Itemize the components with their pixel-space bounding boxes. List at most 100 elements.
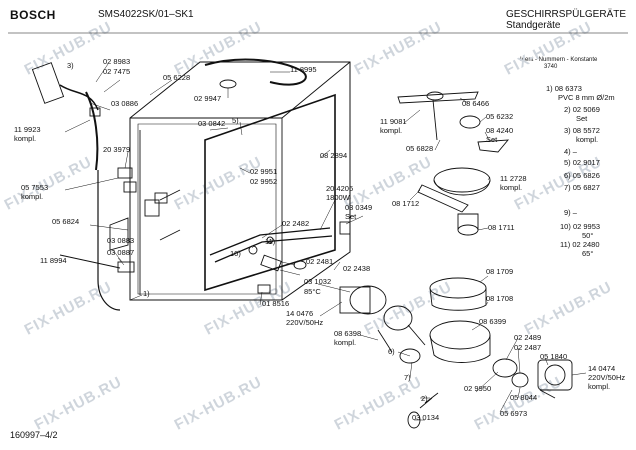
part-label: 14 0476 bbox=[286, 309, 314, 318]
thermostat bbox=[260, 254, 282, 272]
part-label: 01 8516 bbox=[262, 299, 290, 308]
part-label: 11 9923 bbox=[14, 125, 41, 134]
legend-note: Set bbox=[576, 114, 588, 123]
part-label: 08 2894 bbox=[320, 151, 348, 160]
callout-6: 6) bbox=[388, 347, 395, 356]
legend-note: 65° bbox=[582, 249, 594, 258]
part-label-note: kompl. bbox=[500, 183, 523, 192]
doc-number: 160997–4/2 bbox=[10, 430, 58, 440]
part-label: 03 0134 bbox=[412, 413, 440, 422]
callout-2: 2) bbox=[421, 394, 428, 403]
part-label: 03 1032 bbox=[304, 277, 332, 286]
top-spray-fitting bbox=[219, 79, 237, 89]
part-label: 11 9081 bbox=[380, 117, 407, 126]
part-label: 02 8983 bbox=[103, 57, 131, 66]
part-label-note: Set bbox=[345, 212, 357, 221]
part-label: 02 7475 bbox=[103, 67, 131, 76]
part-label-note: kompl. bbox=[14, 134, 37, 143]
part-label: 11 8994 bbox=[40, 256, 67, 265]
callout-3: 3) bbox=[67, 61, 74, 70]
subcategory-title: Standgeräte bbox=[506, 20, 561, 31]
part-label: 02 2481 bbox=[306, 257, 334, 266]
small-fitting bbox=[248, 245, 258, 255]
ident-value: 3740 bbox=[544, 64, 558, 70]
part-label-note: 1800W bbox=[326, 193, 350, 202]
part-label: 05 6824 bbox=[52, 217, 80, 226]
part-label: 02 9950 bbox=[464, 384, 492, 393]
part-label: 03 0349 bbox=[345, 203, 373, 212]
top-hose bbox=[204, 58, 307, 86]
part-label: 08 4240 bbox=[486, 126, 514, 135]
part-label: 02 9947 bbox=[194, 94, 222, 103]
part-label: 02 2487 bbox=[514, 343, 542, 352]
water-inlet-assembly bbox=[31, 62, 101, 171]
part-label-note: kompl. bbox=[334, 338, 357, 347]
part-label: 03 0886 bbox=[111, 99, 139, 108]
category-title: GESCHIRRSPÜLGERÄTE bbox=[506, 9, 627, 20]
part-label-note: 85°C bbox=[304, 287, 321, 296]
callout-5: 5) bbox=[232, 116, 239, 125]
part-label: 08 6466 bbox=[462, 99, 490, 108]
part-label: 08 1708 bbox=[486, 294, 514, 303]
part-label: 02 9952 bbox=[250, 177, 278, 186]
legend-item: 6) 05 6826 bbox=[564, 171, 600, 180]
part-label: 11 8995 bbox=[290, 65, 317, 74]
legend-item: 2) 02 5069 bbox=[564, 105, 600, 114]
part-label: 05 7553 bbox=[21, 183, 49, 192]
callout-7: 7) bbox=[404, 373, 411, 382]
sump-assembly bbox=[429, 277, 491, 363]
legend-item: 1) 08 6373 bbox=[546, 84, 582, 93]
clip-part bbox=[123, 181, 137, 193]
part-label-note: Set bbox=[486, 135, 498, 144]
part-label: 08 6399 bbox=[479, 317, 507, 326]
part-label: 03 0842 bbox=[198, 119, 226, 128]
part-label: 20 4206 bbox=[326, 184, 354, 193]
leader-lines bbox=[64, 63, 587, 421]
legend-item: 11) 02 2480 bbox=[560, 240, 600, 249]
part-label: 02 2489 bbox=[514, 333, 542, 342]
part-label: 03 0887 bbox=[107, 248, 135, 257]
clip-part bbox=[154, 192, 168, 204]
part-label-note: 220V/50Hz bbox=[588, 373, 626, 382]
filter-assembly bbox=[417, 167, 491, 236]
legend-item: 9) – bbox=[564, 208, 577, 217]
part-label: 14 0474 bbox=[588, 364, 616, 373]
legend-item: 5) 02 9017 bbox=[564, 158, 600, 167]
small-bracket bbox=[257, 284, 271, 294]
part-label: 08 1712 bbox=[392, 199, 420, 208]
callout-10: 10) bbox=[230, 249, 241, 258]
part-label: 05 6973 bbox=[500, 409, 528, 418]
sensor-set bbox=[339, 221, 351, 235]
part-label: 08 1711 bbox=[488, 223, 515, 232]
legend-note: PVC 8 mm Ø/2m bbox=[558, 93, 615, 102]
legend-item: 7) 05 6827 bbox=[564, 183, 600, 192]
part-label: 08 1709 bbox=[486, 267, 514, 276]
legend-note: kompl. bbox=[576, 135, 599, 144]
part-label: 05 6828 bbox=[406, 144, 434, 153]
part-label: 02 9951 bbox=[250, 167, 278, 176]
part-label-note: kompl. bbox=[21, 192, 44, 201]
part-label: 05 6228 bbox=[163, 73, 191, 82]
callout-11: 11) bbox=[265, 237, 276, 246]
legend-item: 10) 02 9953 bbox=[560, 222, 601, 231]
model-number: SMS4022SK/01–SK1 bbox=[98, 9, 194, 20]
part-label-note: kompl. bbox=[588, 382, 611, 391]
legend-item: 3) 08 5572 bbox=[564, 126, 600, 135]
ident-label: Ident - Nummern - Konstante bbox=[520, 57, 598, 63]
part-label: 08 6398 bbox=[334, 329, 362, 338]
clip-part bbox=[144, 199, 160, 217]
part-label: 11 2728 bbox=[500, 174, 527, 183]
part-label: 05 1840 bbox=[540, 352, 568, 361]
legend-item: 4) – bbox=[564, 147, 577, 156]
circulation-pump bbox=[339, 285, 426, 364]
side-bracket bbox=[109, 217, 129, 251]
part-label: 05 8044 bbox=[510, 393, 538, 402]
part-label-note: kompl. bbox=[380, 126, 403, 135]
drain-hose bbox=[97, 170, 121, 311]
lead-line bbox=[59, 254, 121, 269]
legend-note: 50° bbox=[582, 231, 594, 240]
part-label: 02 2438 bbox=[343, 264, 371, 273]
brand-logo: BOSCH bbox=[10, 8, 56, 22]
